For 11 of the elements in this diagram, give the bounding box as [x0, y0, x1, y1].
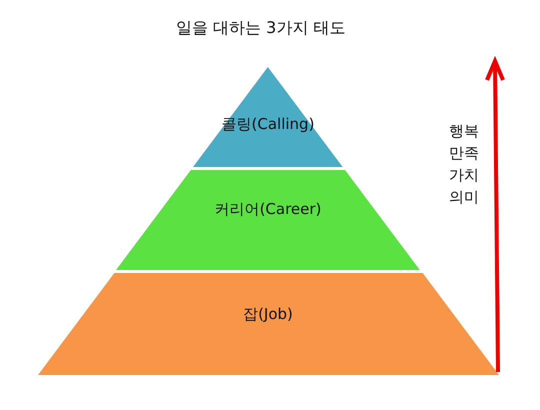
tier-label: 잡(Job): [242, 305, 294, 324]
title: 일을 대하는 3가지 태도: [176, 18, 346, 39]
pyramid-tier: [38, 273, 498, 375]
pyramid-tier: [116, 170, 420, 270]
tier-label: 콜링(Calling): [220, 115, 316, 134]
value-label: 의미: [449, 188, 479, 207]
tier-label: 커리어(Career): [214, 200, 322, 219]
pyramid-top-triangle: [193, 67, 343, 167]
value-label: 가치: [449, 166, 479, 185]
value-label: 만족: [449, 144, 479, 163]
value-label: 행복: [449, 122, 479, 141]
